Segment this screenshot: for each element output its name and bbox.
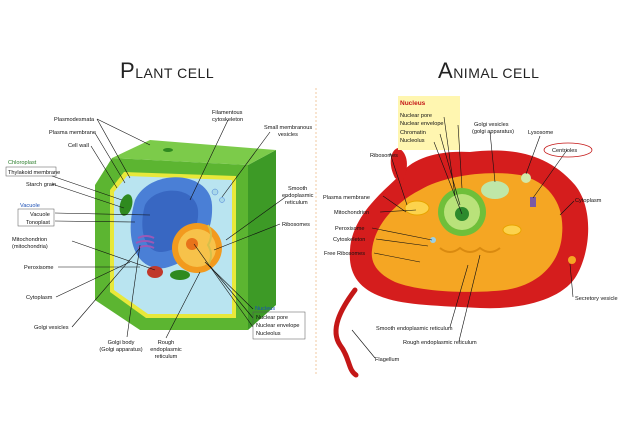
plant-er: [206, 224, 212, 266]
animal-cell: [333, 96, 589, 378]
plant-mitochondrion: [147, 266, 163, 278]
label-golgi-apparatus-plant: (Golgi apparatus): [99, 347, 142, 353]
label-peroxisome-animal: Peroxisome: [335, 226, 365, 232]
label-chromatin: Chromatin: [400, 130, 426, 136]
label-secretory-vesicle: Secretory vesicle: [575, 296, 618, 302]
animal-leader-lines: [351, 116, 575, 359]
label-nucleolus-animal: Nucleolus: [400, 138, 425, 144]
label-small-vesicles: Small membranous: [264, 125, 312, 131]
label-smooth-er-3: reticulum: [285, 200, 308, 206]
label-mitochondrion-plant: Mitochondrion: [12, 237, 47, 243]
label-golgi-body: Golgi body: [108, 340, 135, 346]
animal-mitochondrion-2: [502, 224, 522, 236]
plant-vesicle-2: [219, 197, 225, 203]
plant-vesicle: [211, 188, 219, 196]
animal-centrioles: [530, 197, 536, 207]
chloroplast-group-box: [5, 166, 57, 177]
animal-bump: [390, 148, 407, 182]
plant-golgi: [135, 235, 155, 249]
label-nucleus-animal: Nucleus: [400, 100, 426, 107]
label-starch-grain: Starch grain: [26, 182, 56, 188]
label-ribosomes-plant: Ribosomes: [282, 222, 310, 228]
centrioles-callout: [543, 142, 593, 158]
label-cell-wall: Cell wall: [68, 143, 89, 149]
label-cytoplasm-animal: Cytoplasm: [575, 198, 602, 204]
label-plasma-membrane-animal: Plasma membrane: [323, 195, 370, 201]
label-plasma-membrane-plant: Plasma membrane: [49, 130, 96, 136]
label-flagellum: Flagellum: [375, 357, 400, 363]
plant-title-rest: LANT CELL: [135, 65, 215, 81]
plant-wall-top: [112, 140, 276, 165]
label-nucleolus-plant: Nucleolus: [256, 331, 281, 337]
label-vacuole: Vacuole: [30, 212, 50, 218]
label-mitochondria-sub: (mitochondria): [12, 244, 48, 250]
label-smooth-er-2: endoplasmic: [282, 193, 314, 199]
plant-nucleolus: [186, 238, 198, 250]
animal-nucleus-label-bg: [398, 96, 460, 150]
label-smooth-er-1: Smooth: [288, 186, 307, 192]
label-nuclear-envelope-animal: Nuclear envelope: [400, 121, 444, 127]
label-chloroplast: Chloroplast: [8, 160, 37, 166]
label-vacuole-group: Vacuole: [20, 203, 40, 209]
plant-wall-side: [248, 150, 276, 330]
label-cytoskeleton-animal: Cytoskeleton: [333, 237, 365, 243]
label-cytoskeleton-plant: cytoskeleton: [212, 117, 243, 123]
animal-title-initial: A: [438, 58, 454, 83]
label-golgi-vesicles-animal: Golgi vesicles: [474, 122, 509, 128]
label-nuclear-envelope-plant: Nuclear envelope: [256, 323, 300, 329]
nucleus-group-box-plant: [252, 311, 306, 340]
plant-leader-lines: [51, 118, 288, 339]
label-centrioles: Centrioles: [552, 148, 577, 154]
plant-plasmodesmata: [163, 148, 173, 152]
label-mitochondrion-animal: Mitochondrion: [334, 210, 369, 216]
plant-cell-title: PLANT CELL: [120, 58, 214, 84]
label-peroxisome-plant: Peroxisome: [24, 265, 54, 271]
animal-lysosome: [521, 173, 531, 183]
label-nucleus-plant-group: Nucleus: [255, 306, 275, 312]
label-cytoplasm-plant: Cytoplasm: [26, 295, 53, 301]
label-filamentous: Filamentous: [212, 110, 243, 116]
animal-secretory-vesicle: [568, 256, 576, 264]
label-golgi-vesicles-plant: Golgi vesicles: [34, 325, 69, 331]
vacuole-group-box: [17, 208, 55, 227]
plant-title-initial: P: [120, 58, 136, 83]
label-smooth-er-animal: Smooth endoplasmic reticulum: [376, 326, 453, 332]
label-rough-er-animal: Rough endoplasmic reticulum: [403, 340, 477, 346]
animal-mitochondrion: [404, 200, 430, 216]
plant-chloroplast: [119, 194, 133, 216]
animal-cell-title: ANIMAL CELL: [438, 58, 539, 84]
label-plasmodesmata: Plasmodesmata: [54, 117, 95, 123]
label-nuclear-pore-plant: Nuclear pore: [256, 315, 288, 321]
label-golgi-apparatus-animal: (golgi apparatus): [472, 129, 514, 135]
animal-title-rest: NIMAL CELL: [453, 65, 540, 81]
label-rough-er-3: reticulum: [155, 354, 178, 360]
plant-chloroplast-2: [170, 270, 190, 280]
label-free-ribosomes: Free Ribosomes: [324, 251, 365, 257]
label-ribosomes-animal: Ribosomes: [370, 153, 398, 159]
label-rough-er-2: endoplasmic: [150, 347, 182, 353]
label-thylakoid-membrane: Thylakoid membrane: [8, 170, 60, 176]
label-small-vesicles-2: vesicles: [278, 132, 298, 138]
animal-er: [439, 246, 501, 253]
label-rough-er-1: Rough: [158, 340, 174, 346]
animal-golgi: [481, 181, 509, 199]
label-lysosome: Lysosome: [528, 130, 553, 136]
label-nuclear-pore-animal: Nuclear pore: [400, 113, 432, 119]
label-tonoplast: Tonoplast: [26, 220, 50, 226]
animal-peroxisome: [430, 237, 436, 243]
animal-flagellum: [333, 287, 359, 378]
plant-cell: [95, 140, 276, 330]
